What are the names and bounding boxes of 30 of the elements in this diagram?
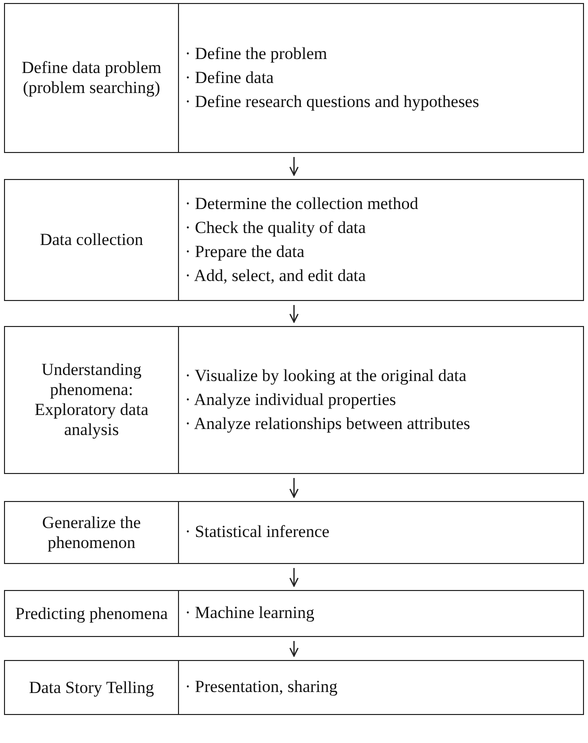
list-item: · Define research questions and hypotheses: [185, 91, 480, 114]
arrow: [289, 478, 299, 498]
list-item: · Define the problem: [185, 42, 328, 65]
list-item: · Statistical inference: [185, 521, 330, 544]
list-item: · Machine learning: [185, 602, 316, 624]
list-item: · Visualize by looking at the original data: [185, 364, 468, 387]
list-item: · Analyze relationships between attributes: [185, 413, 472, 436]
arrow: [289, 157, 299, 176]
list-item: · Presentation, sharing: [185, 676, 338, 698]
stage-label: Predicting phenomena: [15, 604, 168, 624]
list-item: · Determine the collection method: [185, 192, 420, 215]
arrow: [289, 641, 299, 657]
list-item: · Add, select, and edit data: [185, 265, 367, 288]
list-item: · Prepare the data: [185, 241, 306, 263]
list-item: · Analyze individual properties: [185, 388, 398, 411]
list-item: · Define data: [185, 66, 275, 89]
arrow: [289, 305, 299, 323]
stage-label: Data collection: [40, 230, 144, 250]
list-item: · Check the quality of data: [185, 216, 367, 239]
stage-label: Generalize the phenomenon: [41, 512, 142, 552]
process-box: [4, 590, 584, 637]
process-box: [4, 3, 584, 153]
process-box: [4, 179, 584, 301]
process-box: [4, 660, 584, 715]
stage-label: Data Story Telling: [28, 678, 154, 698]
process-box: [4, 501, 584, 564]
stage-label: Understanding phenomena: Exploratory data analysis: [34, 360, 150, 440]
stage-label: Define data problem (problem searching): [20, 58, 162, 98]
process-box: [4, 326, 584, 474]
arrow: [289, 568, 299, 587]
